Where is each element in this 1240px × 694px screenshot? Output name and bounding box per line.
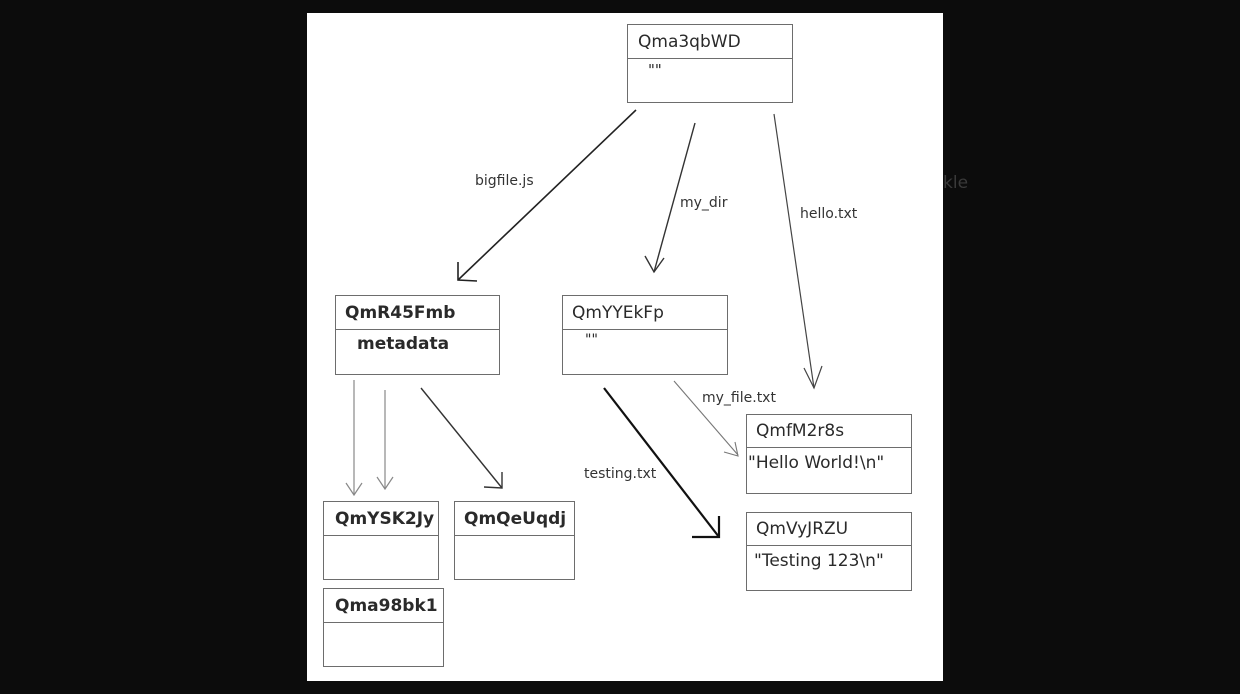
node-hello: QmfM2r8s "Hello World!\n" xyxy=(746,414,912,494)
node-chunk3: Qma98bk1 xyxy=(323,588,444,667)
node-mydir-hash: QmYYEkFp xyxy=(563,296,727,330)
edge-label-testing: testing.txt xyxy=(584,466,657,482)
node-root: Qma3qbWD "" xyxy=(627,24,793,103)
node-testing-hash: QmVyJRZU xyxy=(747,513,911,546)
node-hello-hash: QmfM2r8s xyxy=(747,415,911,448)
edge-label-myfile: my_file.txt xyxy=(702,390,776,406)
node-chunk1: QmYSK2Jy xyxy=(323,501,439,580)
edge-label-mydir: my_dir xyxy=(680,195,728,211)
node-bigfile-hash: QmR45Fmb xyxy=(336,296,499,330)
edge-root-hello xyxy=(773,113,823,390)
node-mydir-content: "" xyxy=(585,332,598,348)
node-chunk1-hash: QmYSK2Jy xyxy=(324,502,438,536)
node-testing: QmVyJRZU "Testing 123\n" xyxy=(746,512,912,591)
node-chunk2-hash: QmQeUqdj xyxy=(455,502,574,536)
edge-label-bigfile: bigfile.js xyxy=(475,173,534,189)
node-root-content: "" xyxy=(648,61,662,79)
edge-mydir-testing xyxy=(603,387,721,539)
node-mydir: QmYYEkFp "" xyxy=(562,295,728,375)
node-hello-content: "Hello World!\n" xyxy=(748,453,885,473)
edge-mydir-hello xyxy=(673,380,739,457)
node-bigfile-content: metadata xyxy=(357,334,450,354)
edge-bigfile-chunk2 xyxy=(420,387,503,489)
edge-bigfile-chunk1-b xyxy=(376,390,394,491)
edge-label-hello: hello.txt xyxy=(800,206,858,222)
stray-text: kle xyxy=(943,173,969,193)
node-root-hash: Qma3qbWD xyxy=(628,25,792,59)
node-testing-content: "Testing 123\n" xyxy=(754,551,884,571)
node-chunk3-hash: Qma98bk1 xyxy=(324,589,443,623)
edge-bigfile-chunk1-a xyxy=(345,380,363,497)
edge-root-mydir xyxy=(644,122,696,274)
node-chunk2: QmQeUqdj xyxy=(454,501,575,580)
edge-root-bigfile xyxy=(457,109,637,282)
node-bigfile: QmR45Fmb metadata xyxy=(335,295,500,375)
